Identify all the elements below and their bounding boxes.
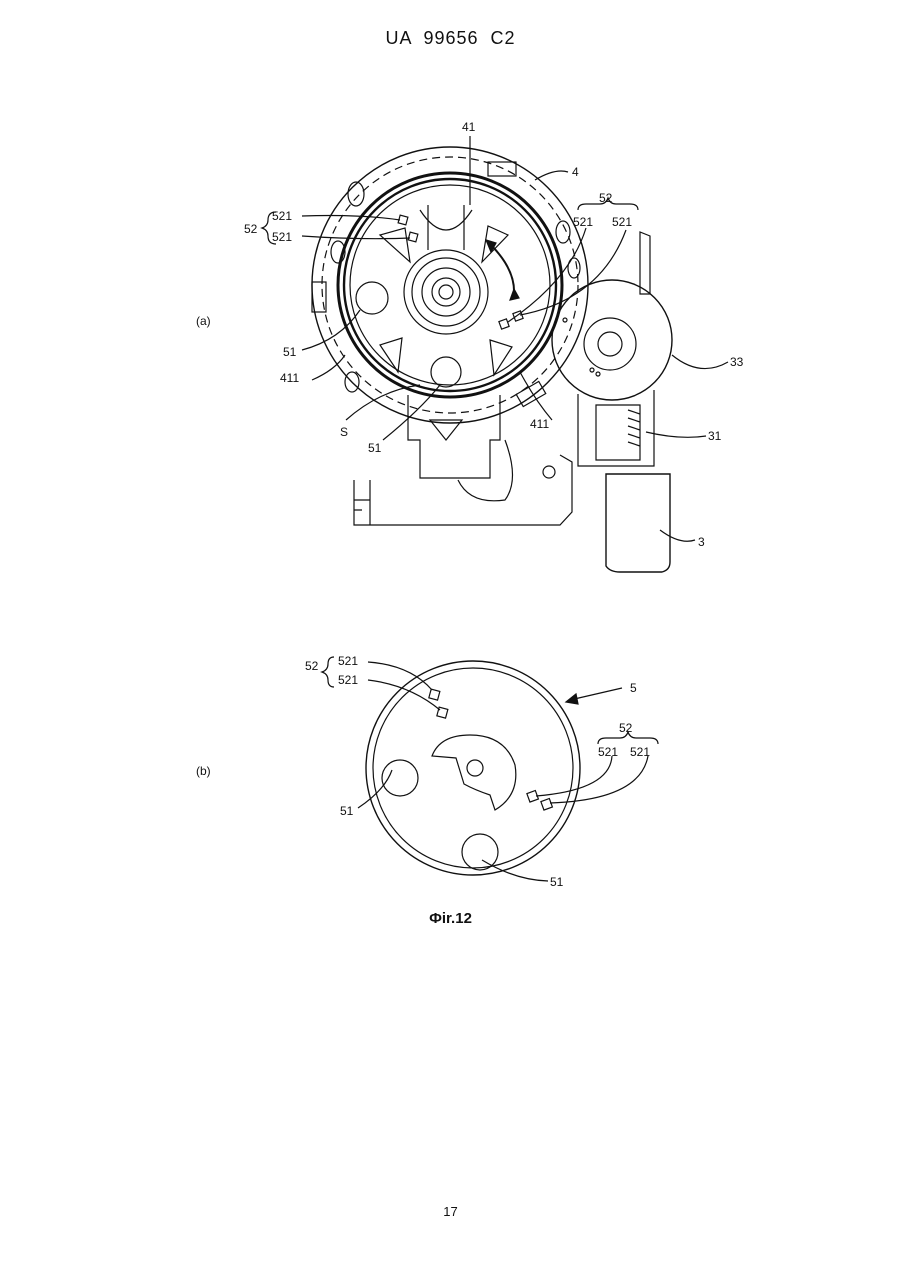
ref-521-right-1: 521 xyxy=(573,215,593,229)
leader-33 xyxy=(672,355,728,369)
brace-52-left xyxy=(322,657,334,687)
ratchet-plate-inner xyxy=(373,668,573,868)
spool-shaft-lines xyxy=(428,205,464,250)
ref-41: 41 xyxy=(462,120,476,134)
ref-4: 4 xyxy=(572,165,579,179)
base-plate-curve xyxy=(458,440,513,501)
leader-521-upper xyxy=(302,216,400,221)
leader-521-right1 xyxy=(536,756,612,796)
window-51 xyxy=(382,760,418,796)
spoke-window xyxy=(490,340,512,375)
ref-31: 31 xyxy=(708,429,722,443)
arrow-5-head xyxy=(566,694,578,704)
ref-51-left: 51 xyxy=(283,345,297,359)
worm-31 xyxy=(596,405,640,460)
ref-S: S xyxy=(340,425,348,439)
worm-teeth xyxy=(628,410,640,446)
ref-51-bottom: 51 xyxy=(550,875,564,889)
ref-52-right: 52 xyxy=(599,191,613,205)
gear-hub xyxy=(584,318,636,370)
gear-pin xyxy=(590,368,594,372)
housing-tab xyxy=(516,381,546,406)
central-hub xyxy=(432,735,516,810)
leader-521-upper xyxy=(368,662,432,690)
base-screw xyxy=(543,466,555,478)
gear-center xyxy=(598,332,622,356)
ref-5: 5 xyxy=(630,681,637,695)
motor-bracket xyxy=(640,232,650,294)
spool-ring xyxy=(422,268,470,316)
spool-outer xyxy=(404,250,488,334)
arrow-5 xyxy=(570,688,622,700)
ref-521-right-2: 521 xyxy=(612,215,632,229)
base-plate xyxy=(354,455,572,525)
gear-pin xyxy=(596,372,600,376)
ref-521-left-1: 521 xyxy=(272,209,292,223)
gear-pin xyxy=(563,318,567,322)
figure-caption: Фіr.12 xyxy=(0,910,901,927)
ref-33: 33 xyxy=(730,355,744,369)
engaging-projection-521 xyxy=(429,689,440,700)
ref-52-left: 52 xyxy=(305,659,319,673)
rotation-arrowhead xyxy=(510,289,519,300)
ref-52-right: 52 xyxy=(619,721,633,735)
window-51 xyxy=(462,834,498,870)
leader-4 xyxy=(535,171,568,180)
leader-31 xyxy=(646,432,706,437)
ref-521-left-2: 521 xyxy=(338,673,358,687)
rotation-arrowhead xyxy=(486,240,496,252)
housing-tab xyxy=(488,162,516,176)
base-plate-detail xyxy=(354,480,370,525)
leader-521-right2 xyxy=(550,756,648,803)
housing-slot xyxy=(348,182,364,206)
spoke-window xyxy=(380,228,410,262)
ref-521-right-2: 521 xyxy=(630,745,650,759)
ratchet-window-51 xyxy=(431,357,461,387)
engaging-projection-521 xyxy=(408,232,418,242)
housing-dashed-ring xyxy=(322,157,578,413)
motor-3 xyxy=(606,474,670,572)
ref-521-left-1: 521 xyxy=(338,654,358,668)
leader-3 xyxy=(660,530,695,541)
ref-411-right: 411 xyxy=(530,417,549,431)
ref-52-left: 52 xyxy=(244,222,258,236)
ref-51-bottom: 51 xyxy=(368,441,382,455)
ratchet-inner-ring xyxy=(344,179,556,391)
panel-b-drawing xyxy=(322,657,658,881)
ref-51-left: 51 xyxy=(340,804,354,818)
leader-51-left xyxy=(302,310,360,350)
lower-body xyxy=(408,395,500,478)
spool-center xyxy=(439,285,453,299)
ref-3: 3 xyxy=(698,535,705,549)
hub-center xyxy=(467,760,483,776)
worm-housing xyxy=(578,390,654,466)
ref-521-right-1: 521 xyxy=(598,745,618,759)
housing-slot xyxy=(556,221,570,243)
leader-51-bottom xyxy=(383,385,440,440)
ratchet-window-51 xyxy=(356,282,388,314)
ref-411-left: 411 xyxy=(280,371,299,385)
ratchet-plate-outer xyxy=(366,661,580,875)
engaging-projection-521 xyxy=(499,319,509,329)
rotation-arrow xyxy=(492,246,514,293)
ratchet-disc xyxy=(350,185,550,385)
page-number: 17 xyxy=(0,1204,901,1219)
engaging-projection-521 xyxy=(541,799,553,811)
leader-521-right2 xyxy=(520,230,626,315)
ratchet-outer-ring xyxy=(338,173,562,397)
panel-a-drawing xyxy=(262,136,728,572)
leader-51-bottom xyxy=(482,860,548,881)
ref-521-left-2: 521 xyxy=(272,230,292,244)
housing-slot xyxy=(568,258,580,278)
spool-ring xyxy=(432,278,460,306)
housing-outer-ring xyxy=(312,147,588,423)
